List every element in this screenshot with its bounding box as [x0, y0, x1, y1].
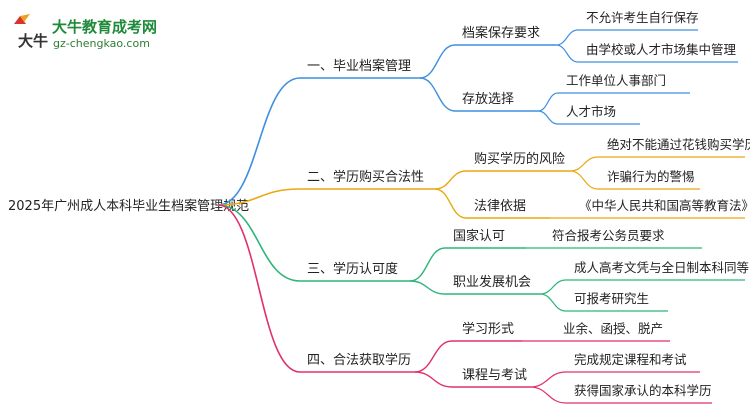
branch-1-sub-1-leaf-1: 不允许考生自行保存 — [586, 10, 699, 25]
branch-3-sub-2: 职业发展机会 — [453, 274, 531, 290]
connector-branch-3-sub-1 — [409, 247, 526, 282]
branch-4-label: 四、合法获取学历 — [307, 352, 411, 368]
site-logo[interactable]: 大牛 大牛教育成考网 gz-chengkao.com — [14, 14, 157, 50]
connector-branch-3-sub-2 — [409, 280, 540, 295]
branch-1: 一、毕业档案管理 档案保存要求 存放选择 不允许考生自行保存 由学校或人才市场集… — [217, 10, 738, 206]
branch-3-label: 三、学历认可度 — [307, 261, 398, 277]
branch-2-sub-2-leaf-1: 《中华人民共和国高等教育法》 — [579, 198, 750, 213]
logo-mark-text: 大牛 — [18, 32, 48, 50]
branch-4-sub-2-leaf-2: 获得国家承认的本科学历 — [574, 383, 712, 398]
branch-3-sub-1: 国家认可 — [453, 228, 505, 244]
branch-1-sub-2: 存放选择 — [462, 92, 514, 107]
connector-branch-1-sub-1 — [419, 44, 556, 79]
connector-branch-4-sub-2-leaf-1 — [529, 371, 700, 388]
branch-3: 三、学历认可度 国家认可 职业发展机会 符合报考公务员要求 成人高考文凭与全日制… — [217, 204, 749, 312]
connector-branch-3-sub-2-leaf-2 — [539, 293, 668, 312]
root-node: 2025年广州成人本科毕业生档案管理规范 — [8, 199, 249, 214]
connector-branch-1-sub-2-leaf-1 — [537, 92, 690, 112]
branch-3-sub-1-leaf-1: 符合报考公务员要求 — [552, 228, 665, 243]
connector-branch-4-sub-2 — [414, 371, 530, 388]
connector-branch-2-sub-2 — [434, 188, 550, 219]
branch-4-sub-1: 学习形式 — [462, 321, 514, 337]
connector-branch-1-sub-2 — [419, 77, 538, 112]
logo-mark-icon: 大牛 — [14, 14, 48, 50]
branch-2-sub-2: 法律依据 — [474, 199, 526, 214]
connector-branch-2-sub-1-leaf-1 — [569, 156, 745, 172]
branch-1-sub-1: 档案保存要求 — [462, 26, 540, 41]
connector-root-branch-1 — [217, 77, 301, 206]
branch-1-sub-2-leaf-2: 人才市场 — [566, 104, 616, 119]
branch-3-sub-2-leaf-1: 成人高考文凭与全日制本科同等 — [574, 260, 749, 275]
branch-1-sub-1-leaf-2: 由学校或人才市场集中管理 — [586, 42, 737, 57]
connector-root-branch-4 — [217, 204, 301, 373]
connector-branch-3-sub-2-leaf-1 — [539, 279, 745, 295]
connector-root-branch-2 — [217, 188, 301, 206]
connector-branch-4-sub-1 — [414, 340, 522, 373]
branch-2-sub-1: 购买学历的风险 — [474, 151, 565, 167]
branch-4-sub-1-leaf-1: 业余、函授、脱产 — [563, 321, 663, 336]
connector-branch-4-sub-2-leaf-2 — [529, 386, 712, 404]
branch-1-label: 一、毕业档案管理 — [307, 59, 411, 74]
connector-branch-1-sub-1-leaf-1 — [555, 29, 698, 46]
logo-name: 大牛教育成考网 — [52, 18, 157, 36]
logo-url: gz-chengkao.com — [53, 37, 150, 50]
branch-2-label: 二、学历购买合法性 — [307, 169, 424, 185]
connector-branch-2-sub-1 — [434, 170, 570, 190]
branch-2-sub-1-leaf-1: 绝对不能通过花钱购买学历 — [607, 137, 750, 152]
connector-root-branch-3 — [217, 204, 301, 282]
connector-branch-1-sub-2-leaf-2 — [537, 110, 640, 125]
branch-4-sub-2-leaf-1: 完成规定课程和考试 — [574, 352, 687, 367]
connector-branch-2-sub-1-leaf-2 — [569, 170, 700, 190]
branch-4: 四、合法获取学历 学习形式 课程与考试 业余、函授、脱产 完成规定课程和考试 获… — [217, 204, 712, 404]
branch-2: 二、学历购买合法性 购买学历的风险 法律依据 绝对不能通过花钱购买学历 诈骗行为… — [217, 137, 750, 219]
branch-1-sub-2-leaf-1: 工作单位人事部门 — [566, 73, 666, 88]
branch-2-sub-1-leaf-2: 诈骗行为的警惕 — [607, 169, 695, 184]
branch-3-sub-2-leaf-2: 可报考研究生 — [574, 291, 649, 306]
branch-4-sub-2: 课程与考试 — [462, 368, 527, 383]
connector-branch-1-sub-1-leaf-2 — [555, 44, 738, 63]
